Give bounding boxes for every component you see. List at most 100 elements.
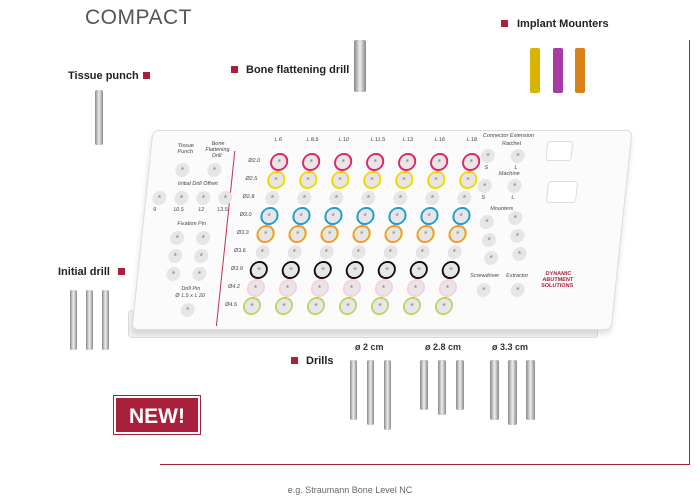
drill-slot: * bbox=[425, 171, 446, 189]
initial-drill-image bbox=[70, 290, 77, 350]
length-label: L 8.5 bbox=[306, 137, 319, 143]
callout-drills: Drills bbox=[306, 355, 334, 367]
length-label: L 6 bbox=[274, 137, 283, 143]
diameter-label: Ø4.5 bbox=[224, 302, 238, 308]
slot-hole: * bbox=[509, 283, 526, 297]
slot-hole: * bbox=[481, 233, 497, 247]
slot-hole: * bbox=[261, 209, 277, 223]
diameter-label: Ø3.0 bbox=[239, 212, 252, 218]
length-label: L 16 bbox=[434, 137, 446, 143]
slot-hole: * bbox=[428, 173, 444, 187]
slot-hole: * bbox=[325, 209, 341, 223]
drill-image bbox=[350, 360, 357, 420]
slot-hole: * bbox=[399, 155, 415, 169]
offset-label: 13.5 bbox=[216, 207, 229, 213]
slot-hole: * bbox=[318, 245, 334, 259]
drill-slot: * bbox=[355, 207, 375, 225]
slot-hole: * bbox=[463, 155, 479, 169]
callout-marker bbox=[118, 268, 125, 275]
slot-hole: * bbox=[456, 191, 473, 205]
frame-border bbox=[160, 40, 690, 465]
surgical-tray: Tissue Punch Bone Flattening Drill * * I… bbox=[131, 130, 633, 330]
slot-hole: * bbox=[195, 231, 211, 245]
slot-hole: * bbox=[382, 245, 398, 259]
slot-hole: * bbox=[414, 245, 430, 259]
mounter-image bbox=[530, 48, 540, 93]
callout-implant-mounters: Implant Mounters bbox=[517, 18, 609, 30]
slot-label: Fixation Pin bbox=[176, 221, 207, 227]
drill-slot: * bbox=[287, 225, 308, 243]
length-label: L 11.5 bbox=[370, 137, 386, 143]
callout-tissue-punch: Tissue punch bbox=[68, 70, 139, 82]
slot-hole: * bbox=[167, 249, 184, 263]
bone-flattening-drill-image bbox=[354, 40, 366, 92]
slot-hole: * bbox=[335, 155, 351, 169]
drill-slot: * bbox=[294, 189, 314, 207]
drill-slot: * bbox=[370, 297, 390, 315]
callout-marker bbox=[143, 72, 150, 79]
slot-hole: * bbox=[367, 155, 383, 169]
drill-slot: * bbox=[348, 243, 368, 261]
slot-hole: * bbox=[315, 263, 331, 277]
slot-hole: * bbox=[509, 229, 526, 243]
drill-slot: * bbox=[422, 189, 442, 207]
slot-hole: * bbox=[392, 191, 409, 205]
slot-label: Ratchet bbox=[501, 141, 522, 147]
drill-slot: * bbox=[365, 153, 386, 171]
offset-label: 12 bbox=[197, 207, 205, 213]
initial-drill-image bbox=[86, 290, 93, 350]
drill-slot: * bbox=[373, 279, 394, 297]
slot-label: Connector Extension bbox=[482, 133, 535, 139]
slot-hole: * bbox=[296, 191, 313, 205]
slot-hole: * bbox=[332, 173, 348, 187]
length-label: L 18 bbox=[466, 137, 478, 143]
mounter-image bbox=[575, 48, 585, 93]
drill-slot: * bbox=[301, 153, 322, 171]
drill-slot: * bbox=[319, 225, 340, 243]
slot-hole: * bbox=[476, 179, 493, 193]
drill-slot: * bbox=[312, 261, 333, 279]
slot-hole: * bbox=[449, 227, 466, 241]
slot-hole: * bbox=[300, 173, 316, 187]
slot-hole: * bbox=[193, 249, 210, 263]
drill-slot: * bbox=[297, 171, 318, 189]
slot-hole: * bbox=[347, 263, 363, 277]
slot-hole: * bbox=[475, 283, 492, 297]
drill-slot: * bbox=[358, 189, 378, 207]
slot-hole: * bbox=[479, 215, 495, 229]
drill-slot: * bbox=[326, 189, 346, 207]
slot-hole: * bbox=[431, 155, 447, 169]
drill-image bbox=[508, 360, 517, 425]
slot-hole: * bbox=[396, 173, 412, 187]
slot-hole: * bbox=[244, 299, 260, 313]
slot-hole: * bbox=[191, 267, 208, 281]
slot-label: Ø 1.5 x L 20 bbox=[174, 293, 206, 299]
slot-hole: * bbox=[436, 299, 452, 313]
drill-slot: * bbox=[454, 189, 474, 207]
slot-label: Tissue Punch bbox=[177, 143, 195, 155]
drill-slot: * bbox=[265, 171, 286, 189]
slot-hole: * bbox=[353, 227, 370, 241]
length-label: L 10 bbox=[338, 137, 350, 143]
slot-hole: * bbox=[289, 227, 306, 241]
slot-hole: * bbox=[308, 299, 324, 313]
drill-slot: * bbox=[390, 189, 410, 207]
callout-marker bbox=[291, 357, 298, 364]
drill-slot: * bbox=[402, 297, 422, 315]
drill-slot: * bbox=[412, 243, 432, 261]
drill-slot: * bbox=[393, 171, 414, 189]
drill-slot: * bbox=[451, 207, 471, 225]
slot-hole: * bbox=[165, 267, 182, 281]
slot-hole: * bbox=[407, 281, 424, 295]
slot-label: L bbox=[511, 195, 515, 201]
slot-hole: * bbox=[257, 227, 274, 241]
drill-slot: * bbox=[447, 225, 468, 243]
slot-label: S bbox=[481, 195, 486, 201]
drill-image bbox=[420, 360, 428, 410]
slot-hole: * bbox=[343, 281, 360, 295]
drill-image bbox=[490, 360, 499, 420]
drill-size-label: ø 2 cm bbox=[355, 342, 384, 352]
slot-hole: * bbox=[389, 209, 405, 223]
drill-slot: * bbox=[329, 171, 350, 189]
drill-slot: * bbox=[437, 279, 458, 297]
